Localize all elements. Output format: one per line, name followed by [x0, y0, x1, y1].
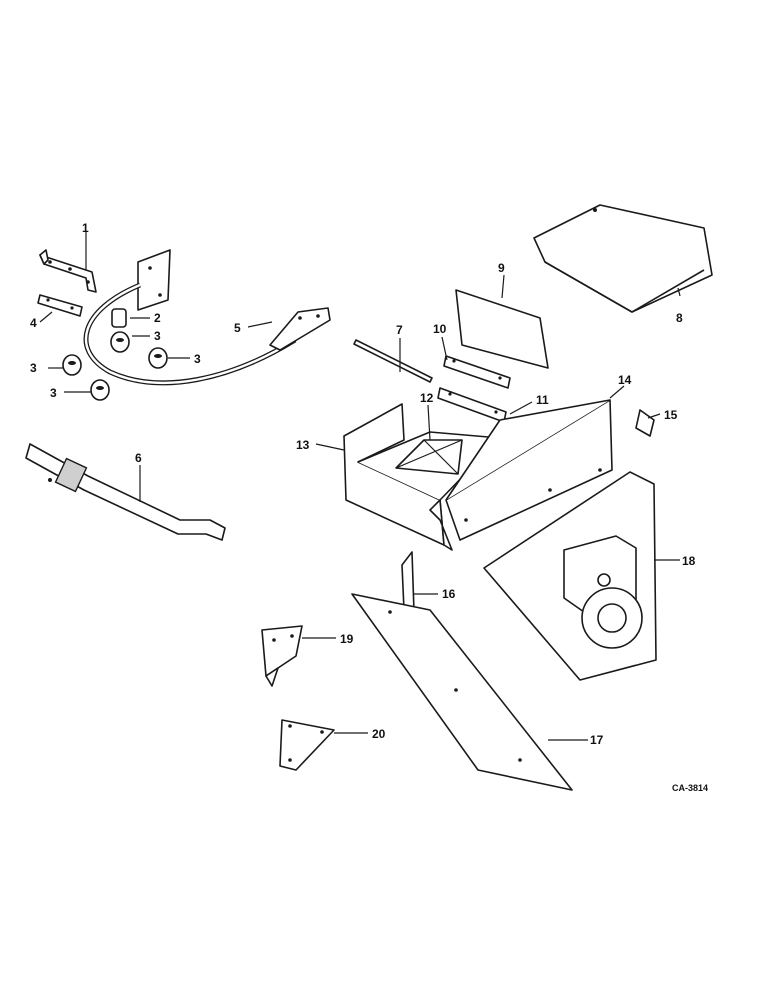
part-19-bracket — [261, 625, 303, 687]
callout-18: 18 — [682, 554, 696, 568]
part-11-strip — [437, 387, 507, 423]
callout-8: 8 — [676, 311, 683, 325]
part-3-rollers — [62, 331, 168, 401]
callout-6: 6 — [135, 451, 142, 465]
callout-16: 16 — [442, 587, 456, 601]
part-16-bracket — [401, 551, 415, 613]
part-6-shaft — [25, 443, 226, 541]
part-17-plate — [351, 593, 573, 791]
callout-19: 19 — [340, 632, 354, 646]
part-10-strip — [443, 355, 511, 389]
curved-rod-assembly — [83, 249, 297, 386]
part-18-housing — [483, 471, 657, 681]
part-9-plate — [455, 289, 549, 369]
part-14-panel — [445, 399, 613, 541]
callout-10: 10 — [433, 322, 447, 336]
callout-9: 9 — [498, 261, 505, 275]
callout-3c: 3 — [30, 361, 37, 375]
part-8-tray — [533, 204, 713, 313]
callout-3b: 3 — [194, 352, 201, 366]
callout-14: 14 — [618, 373, 632, 387]
leader-lines — [39, 232, 681, 741]
drawing-reference: CA-3814 — [672, 783, 708, 793]
callout-1: 1 — [82, 221, 89, 235]
callout-11: 11 — [536, 393, 549, 407]
callout-3a: 3 — [154, 329, 161, 343]
callout-5: 5 — [234, 321, 241, 335]
callout-15: 15 — [664, 408, 678, 422]
part-12-plate — [395, 439, 463, 475]
callout-12: 12 — [420, 391, 434, 405]
callout-4: 4 — [30, 316, 37, 330]
part-7-rod — [353, 339, 433, 383]
callout-17: 17 — [590, 733, 604, 747]
part-1-bracket — [39, 249, 97, 293]
part-5-bracket — [269, 307, 331, 351]
part-2-bushing — [111, 308, 127, 328]
callout-labels: 1 2 3 3 3 3 4 5 6 7 8 9 10 11 12 13 14 1… — [30, 221, 708, 793]
callout-2: 2 — [154, 311, 161, 325]
callout-20: 20 — [372, 727, 386, 741]
part-4-plate — [37, 294, 83, 317]
callout-7: 7 — [396, 323, 403, 337]
part-20-plate — [279, 719, 335, 771]
callout-13: 13 — [296, 438, 310, 452]
part-15-clip — [635, 409, 655, 437]
callout-3d: 3 — [50, 386, 57, 400]
